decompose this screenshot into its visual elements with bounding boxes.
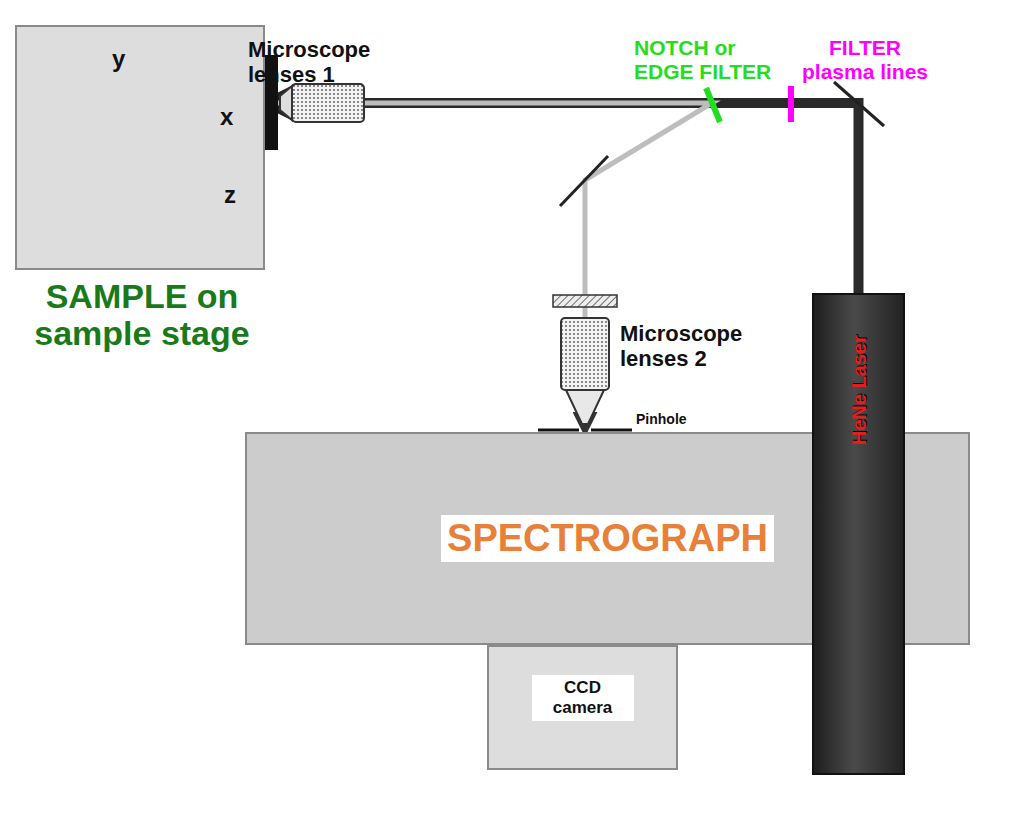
mirror [834,82,884,126]
objective-lens [292,84,364,122]
axis-label: x [220,104,250,131]
part-label: Pinhole [636,412,716,428]
ccd-camera-box: CCD camera [487,645,678,770]
objective-lens [561,318,609,390]
ccd-label: CCD camera [532,675,634,721]
sample-label: SAMPLE on sample stage [17,274,267,355]
part-label: FILTER plasma lines [790,36,940,83]
part-label: Microscope lenses 1 [248,38,418,87]
part-label: NOTCH or EDGE FILTER [634,36,782,83]
part-label: Microscope lenses 2 [620,322,790,371]
axis-label: z [224,182,254,209]
objective-tip [566,390,604,424]
sample-stage: SAMPLE on sample stage [15,25,265,270]
axis-label: y [112,46,142,73]
mirror [560,156,608,206]
filter-plate [553,295,617,307]
notch-filter [706,88,720,122]
laser-box: HeNe Laser [812,293,905,775]
spectrograph-label: SPECTROGRAPH [441,515,774,562]
beam-path [265,103,712,432]
laser-label: HeNe Laser [847,335,870,445]
beam-path [265,103,859,293]
objective-tip [280,86,292,120]
plasma-filter [788,86,794,122]
